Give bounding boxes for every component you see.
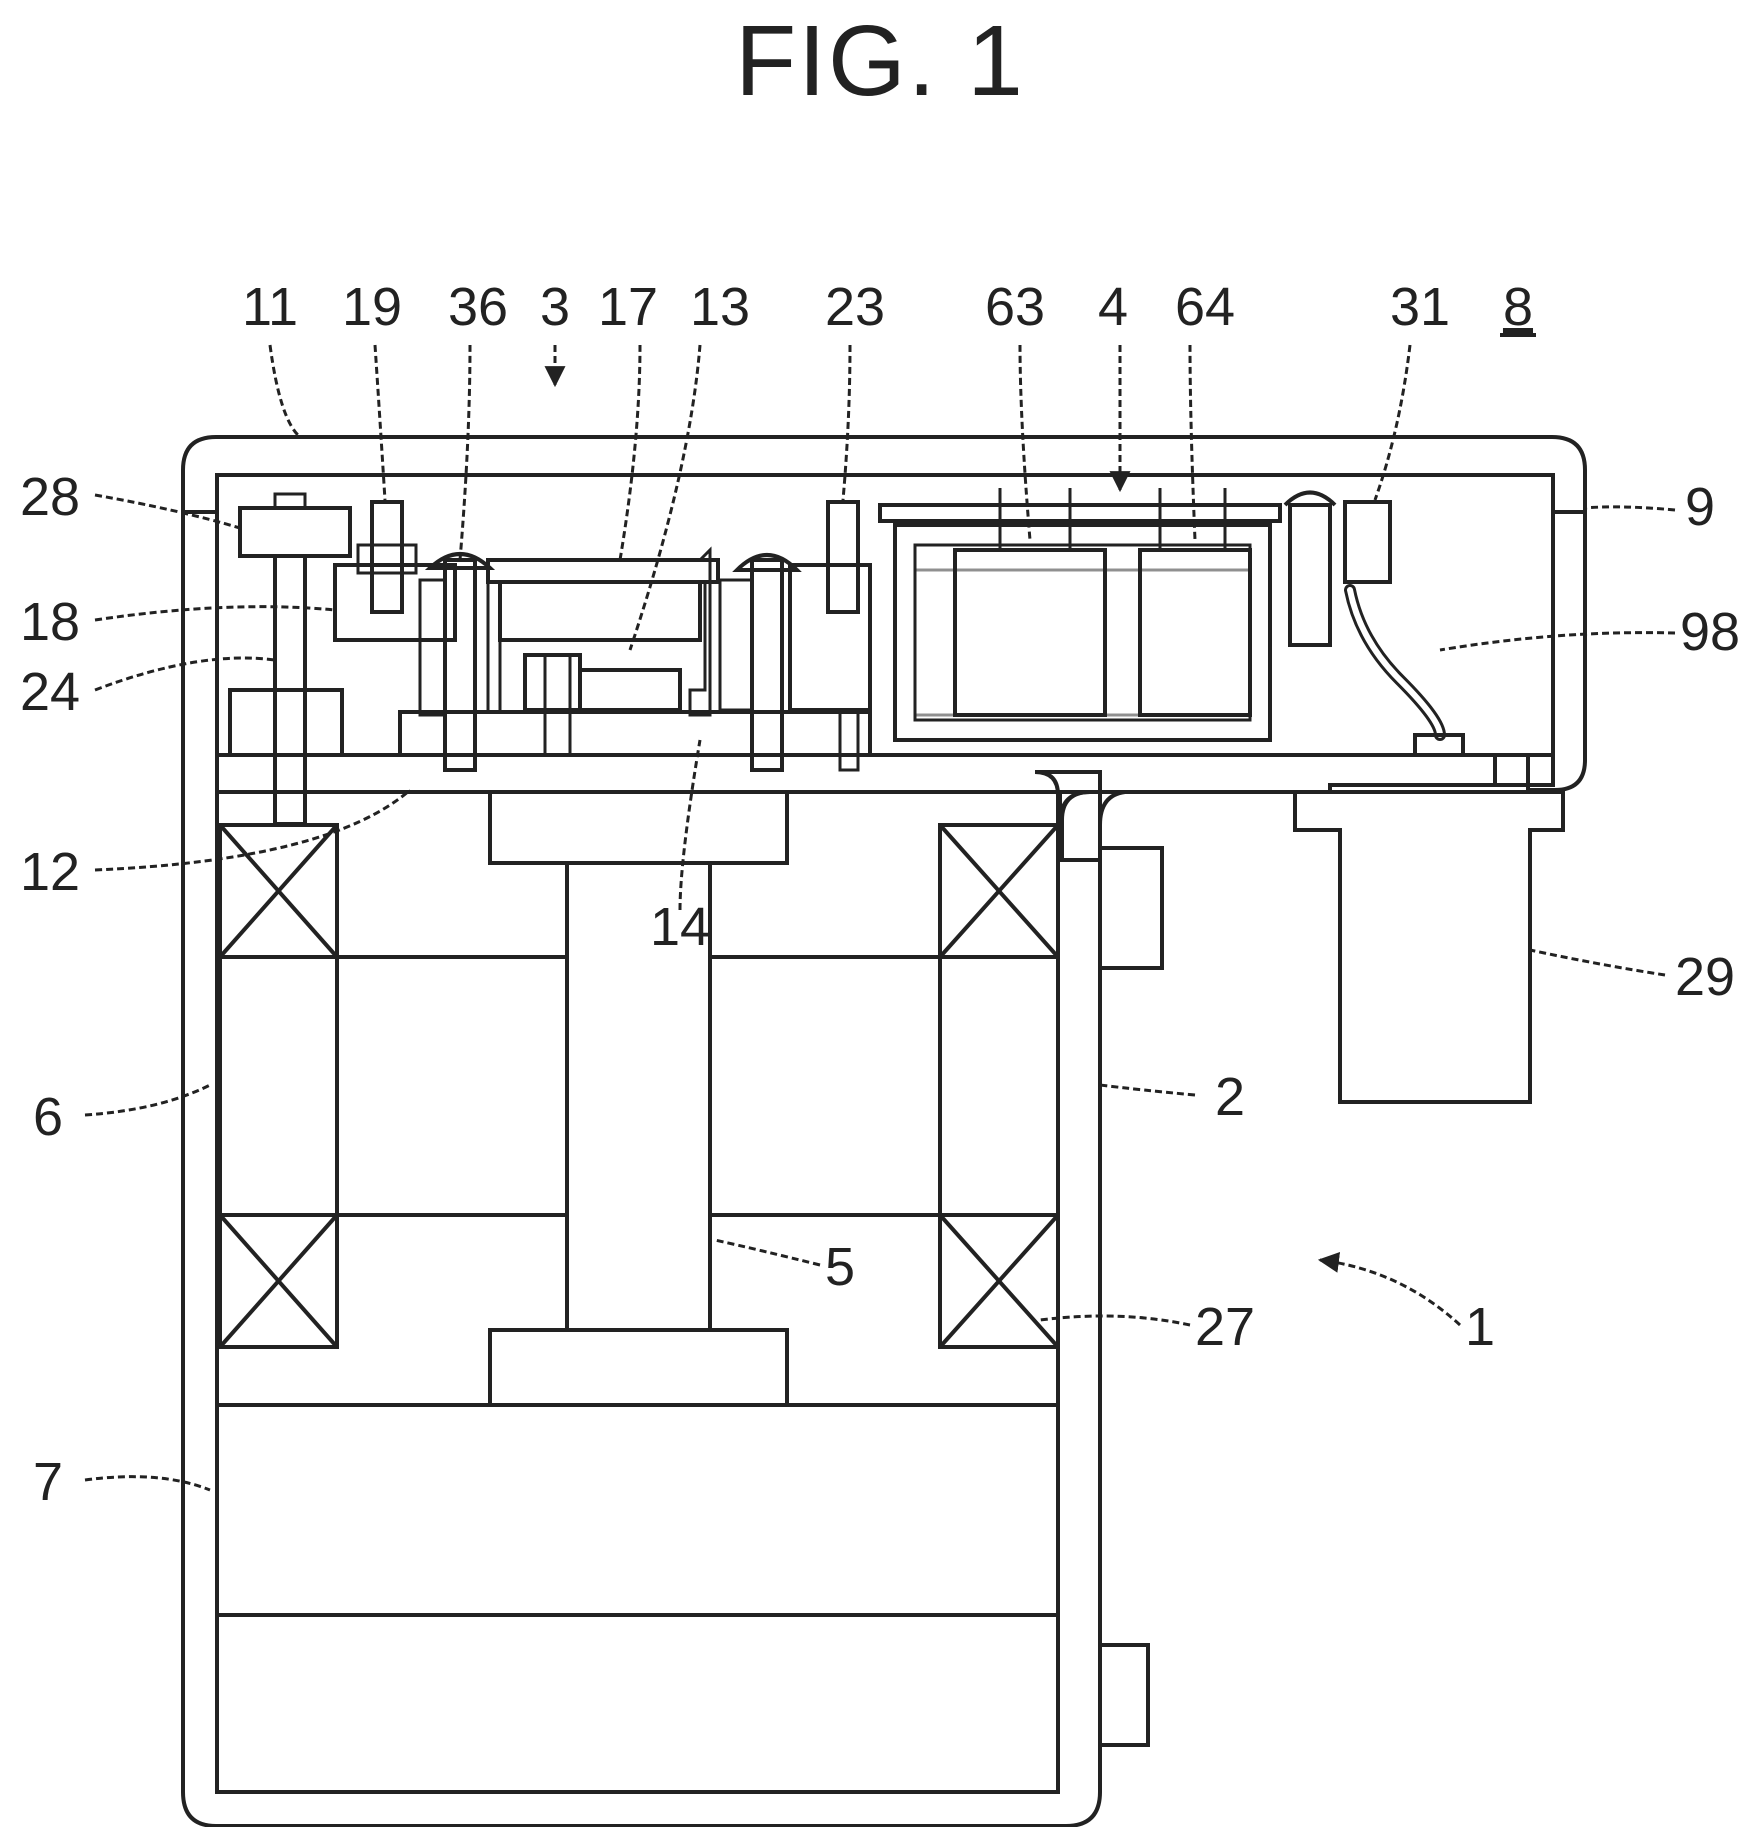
base-plate	[217, 755, 1553, 860]
board-4	[880, 505, 1280, 521]
side-tab-upper	[1100, 848, 1162, 968]
shaft-bottom-flange	[490, 1330, 787, 1405]
base-plate-fill	[217, 755, 1528, 820]
screw-36	[445, 560, 475, 770]
label-8: 8	[1503, 277, 1533, 337]
label-24: 24	[20, 662, 80, 722]
holder-18	[335, 565, 455, 640]
substrate-14	[400, 712, 870, 755]
label-27: 27	[1195, 1297, 1255, 1357]
label-5: 5	[825, 1237, 855, 1297]
label-36: 36	[448, 277, 508, 337]
label-14: 14	[650, 897, 710, 957]
side-tab-lower	[1100, 1645, 1148, 1745]
stator-left	[220, 957, 337, 1215]
pin-23	[828, 502, 858, 612]
disc-17	[488, 560, 718, 582]
rotor-right	[710, 957, 940, 1215]
label-23: 23	[825, 277, 885, 337]
terminal-31	[1345, 502, 1390, 582]
left-block	[230, 690, 342, 755]
label-31: 31	[1390, 277, 1450, 337]
label-12: 12	[20, 842, 80, 902]
connector	[1295, 792, 1563, 1102]
rotor-left	[337, 957, 567, 1215]
capacitor-63	[955, 550, 1105, 715]
label-1: 1	[1465, 1297, 1495, 1357]
label-29: 29	[1675, 947, 1735, 1007]
case-outer	[895, 525, 1270, 740]
label-7: 7	[33, 1452, 63, 1512]
label-18: 18	[20, 592, 80, 652]
control-parts	[230, 488, 1463, 824]
label-2: 2	[1215, 1067, 1245, 1127]
label-11: 11	[242, 277, 298, 337]
pin-19	[372, 502, 402, 612]
label-28: 28	[20, 467, 80, 527]
right-wall	[1528, 512, 1585, 790]
stator-right	[940, 957, 1058, 1215]
label-3: 3	[540, 277, 570, 337]
label-6: 6	[33, 1087, 63, 1147]
label-17: 17	[598, 277, 658, 337]
shaft-top-flange	[490, 792, 787, 863]
capacitor-64	[1140, 550, 1250, 715]
label-63: 63	[985, 277, 1045, 337]
label-64: 64	[1175, 277, 1235, 337]
screw-right	[752, 560, 782, 770]
gear-28	[240, 508, 350, 556]
label-13: 13	[690, 277, 750, 337]
magnet-13	[500, 582, 700, 640]
label-98: 98	[1680, 602, 1740, 662]
label-4: 4	[1098, 277, 1128, 337]
label-19: 19	[342, 277, 402, 337]
figure-title: FIG. 1	[735, 5, 1025, 117]
label-9: 9	[1685, 477, 1715, 537]
